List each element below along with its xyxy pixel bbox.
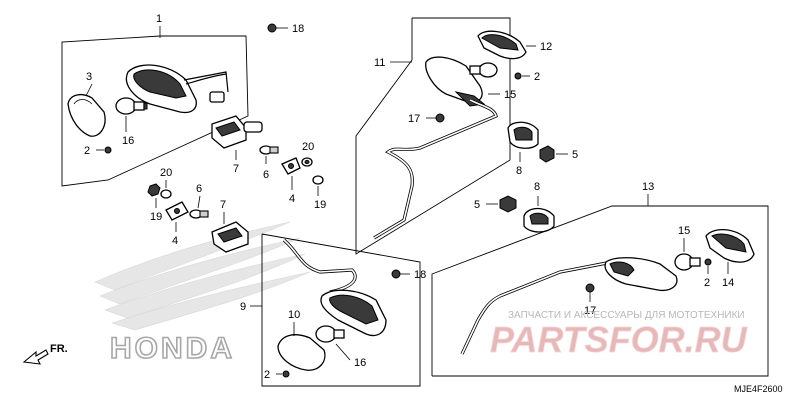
grommet-20a — [301, 157, 313, 167]
clip-4a — [281, 157, 301, 175]
turn-signal-housing-11 — [425, 56, 486, 107]
callout-15a: 15 — [504, 89, 516, 101]
callout-14: 14 — [722, 277, 734, 289]
group-1-frame — [61, 35, 249, 187]
turn-signal-housing-9 — [320, 289, 387, 337]
screw-18b — [391, 269, 410, 279]
callout-5a: 5 — [572, 149, 578, 161]
callout-8b: 8 — [534, 181, 540, 193]
callout-8a: 8 — [516, 165, 522, 177]
front-direction-arrow: FR. — [22, 343, 68, 365]
callout-3: 3 — [86, 71, 92, 83]
callout-2a: 2 — [84, 145, 90, 157]
wire-11 — [373, 98, 498, 240]
bulb-11 — [469, 62, 498, 78]
turn-signal-housing-13 — [604, 257, 678, 292]
callout-17b: 17 — [584, 305, 596, 317]
bolt-5a — [539, 145, 568, 163]
bolt-5b — [486, 195, 517, 213]
callout-19a: 19 — [314, 199, 326, 211]
callout-10: 10 — [288, 309, 300, 321]
callout-4a: 4 — [289, 193, 295, 205]
socket-8b — [523, 207, 555, 233]
bulb-16b — [315, 325, 345, 343]
group-11-frame — [355, 17, 511, 255]
callout-20a: 20 — [302, 141, 314, 153]
lens-10 — [277, 334, 326, 371]
honda-watermark-text: HONDA — [110, 332, 235, 365]
callout-4b: 4 — [172, 235, 178, 247]
nut-19b — [147, 183, 161, 197]
nut-19a — [312, 175, 324, 185]
callout-18a: 18 — [292, 23, 304, 35]
callout-6a: 6 — [263, 169, 269, 181]
callout-2b: 2 — [264, 369, 270, 381]
lens-14 — [705, 229, 755, 263]
screw-2c — [514, 72, 530, 80]
screw-2b — [276, 370, 290, 378]
bulb-16a — [115, 97, 148, 115]
callout-11: 11 — [374, 57, 385, 69]
bulb-15b — [674, 253, 701, 271]
callout-2d: 2 — [704, 277, 710, 289]
callout-18b: 18 — [414, 269, 426, 281]
screw-17b — [585, 283, 595, 302]
screw-2d — [704, 258, 712, 274]
direction-label: FR. — [50, 343, 68, 355]
callout-17a: 17 — [408, 113, 420, 125]
callout-16b: 16 — [354, 357, 366, 369]
callout-7a: 7 — [233, 163, 239, 175]
group-9-frame — [261, 233, 421, 387]
lens-12 — [477, 30, 527, 60]
wire-9 — [282, 238, 357, 294]
shop-logo: PARTSFOR.RU — [490, 319, 748, 360]
bulb-6a — [259, 145, 279, 155]
honda-wing-watermark — [94, 221, 311, 331]
screw-17a — [426, 113, 445, 123]
callout-19b: 19 — [150, 211, 162, 223]
callout-9: 9 — [240, 301, 246, 313]
callout-2c: 2 — [534, 71, 540, 83]
clip-4b — [165, 201, 189, 221]
callout-20b: 20 — [160, 167, 172, 179]
callout-12: 12 — [540, 41, 552, 53]
socket-7a — [211, 115, 263, 149]
callout-1: 1 — [156, 13, 162, 25]
catalog-code: MJE4F2600 — [734, 384, 783, 394]
socket-7b — [211, 221, 249, 253]
callout-13: 13 — [642, 181, 654, 193]
callout-6b: 6 — [196, 183, 202, 195]
lens-3 — [67, 93, 106, 137]
bulb-6b — [189, 209, 209, 219]
grommet-20b — [160, 189, 172, 199]
callout-15b: 15 — [678, 225, 690, 237]
shop-banner-text: ЗАПЧАСТИ И АКСЕССУАРЫ ДЛЯ МОТОТЕХНИКИ — [508, 310, 745, 321]
socket-8a — [507, 121, 539, 149]
callout-5b: 5 — [474, 199, 480, 211]
callout-16a: 16 — [122, 135, 134, 147]
screw-2a — [96, 146, 112, 154]
turn-signal-housing-1 — [125, 64, 229, 114]
callout-7b: 7 — [220, 199, 226, 211]
group-13-frame — [431, 205, 769, 377]
screw-18a — [267, 23, 288, 33]
